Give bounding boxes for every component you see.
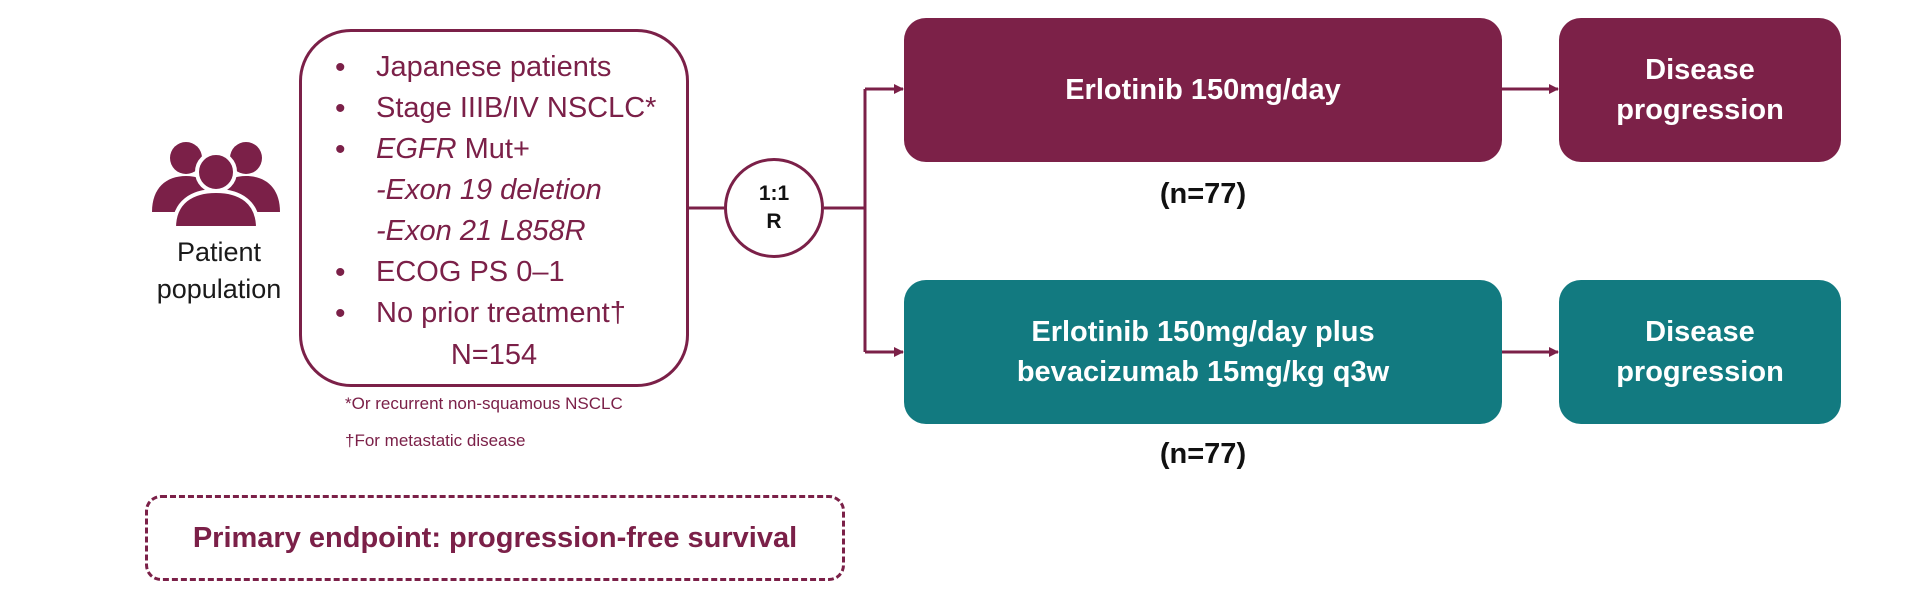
randomization-ratio: 1:1 bbox=[758, 182, 790, 205]
eligibility-criteria-box: Japanese patients Stage IIIB/IV NSCLC* E… bbox=[299, 29, 689, 387]
criteria-item-egfr: EGFR Mut+ bbox=[332, 129, 656, 170]
arm1-sample-size: (n=77) bbox=[1159, 178, 1247, 210]
footnote-recurrent: *Or recurrent non-squamous NSCLC bbox=[345, 394, 623, 413]
arm1-treatment-box: Erlotinib 150mg/day bbox=[904, 18, 1502, 162]
arm2-outcome-box: Disease progression bbox=[1559, 280, 1841, 424]
primary-endpoint-label: Primary endpoint: progression-free survi… bbox=[192, 521, 798, 554]
arm1-outcome-line2: progression bbox=[1616, 94, 1784, 126]
arm2-outcome-line2: progression bbox=[1616, 356, 1784, 388]
people-group-icon bbox=[152, 142, 280, 228]
egfr-gene-label: EGFR bbox=[376, 133, 457, 165]
egfr-mutation-label: Mut+ bbox=[456, 133, 530, 165]
randomization-letter: R bbox=[766, 210, 782, 233]
criteria-item-exon19: -Exon 19 deletion bbox=[376, 174, 602, 206]
criteria-item-stage: Stage IIIB/IV NSCLC* bbox=[332, 88, 656, 129]
arm1-outcome-line1: Disease bbox=[1645, 54, 1755, 86]
criteria-list: Japanese patients Stage IIIB/IV NSCLC* E… bbox=[332, 47, 656, 334]
arm1-outcome-box: Disease progression bbox=[1559, 18, 1841, 162]
criteria-item-japanese: Japanese patients bbox=[332, 47, 656, 88]
criteria-item-prior-treatment: No prior treatment† bbox=[332, 293, 656, 334]
arm2-outcome-line1: Disease bbox=[1645, 316, 1755, 348]
randomization-circle: 1:1 R bbox=[724, 158, 824, 258]
footnote-metastatic: †For metastatic disease bbox=[345, 431, 526, 450]
arm2-treatment-line2: bevacizumab 15mg/kg q3w bbox=[1016, 356, 1390, 388]
arm2-sample-size: (n=77) bbox=[1159, 438, 1247, 470]
population-label-line1: Patient bbox=[176, 237, 262, 267]
arm1-treatment-text: Erlotinib 150mg/day bbox=[1065, 74, 1341, 106]
arm2-treatment-line1: Erlotinib 150mg/day plus bbox=[1031, 316, 1375, 348]
population-label: Patient population bbox=[130, 234, 308, 308]
criteria-item-exon21: -Exon 21 L858R bbox=[376, 215, 586, 247]
primary-endpoint-box: Primary endpoint: progression-free survi… bbox=[145, 495, 845, 581]
criteria-item-ecog: ECOG PS 0–1 bbox=[332, 252, 656, 293]
population-label-line2: population bbox=[156, 274, 282, 304]
criteria-total-n: N=154 bbox=[450, 339, 538, 371]
arm2-treatment-box: Erlotinib 150mg/day plus bevacizumab 15m… bbox=[904, 280, 1502, 424]
